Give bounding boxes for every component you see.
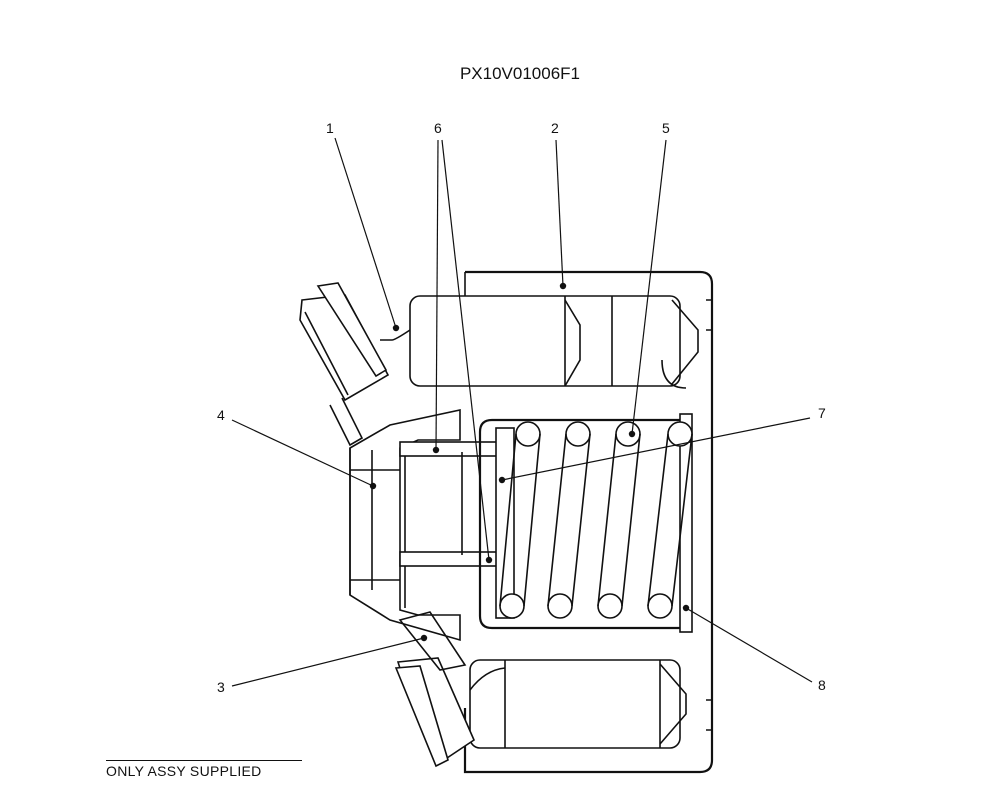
lower-piston [469, 659, 687, 749]
callout-6: 6 [434, 120, 442, 136]
lower-shoe [394, 611, 476, 768]
supply-note: ONLY ASSY SUPPLIED [106, 760, 302, 779]
retainer-plate [349, 409, 461, 642]
callout-5: 5 [662, 120, 670, 136]
upper-piston [380, 295, 699, 389]
callout-7: 7 [818, 405, 826, 421]
upper-shoe [299, 282, 390, 447]
callout-2: 2 [551, 120, 559, 136]
housing [463, 270, 714, 774]
callout-4: 4 [217, 407, 225, 423]
spring [499, 421, 693, 619]
callout-8: 8 [818, 677, 826, 693]
pins [399, 441, 501, 567]
leader-lines [231, 137, 813, 687]
spring-chamber [478, 413, 693, 633]
callout-3: 3 [217, 679, 225, 695]
drawing-code: PX10V01006F1 [459, 64, 581, 83]
callout-1: 1 [326, 120, 334, 136]
